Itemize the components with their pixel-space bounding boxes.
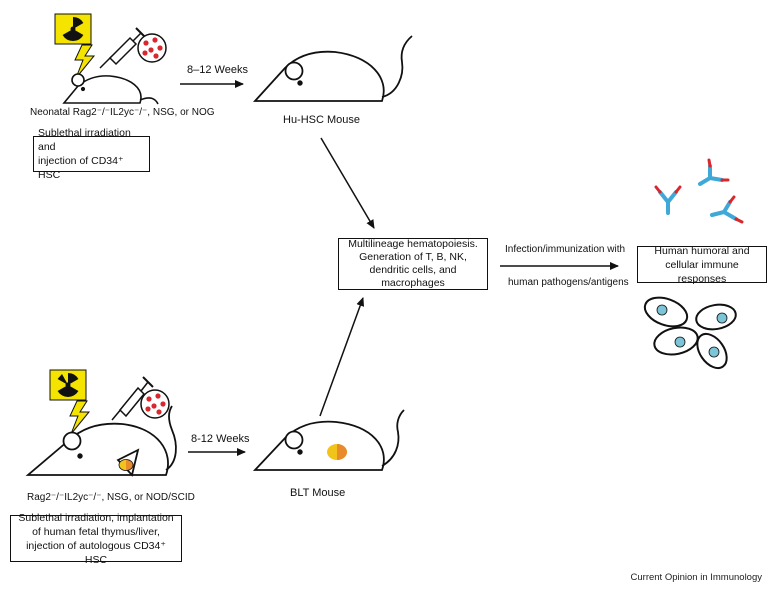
- antibody-icon-3: [710, 195, 744, 224]
- fetal-tissue-implant-icon: [118, 459, 134, 471]
- immune-response-line: Human humoral and: [654, 244, 750, 257]
- radiation-icon-bottom: [49, 369, 91, 435]
- immune-cell-icon-4: [696, 332, 728, 370]
- arrow-huhsc-to-center: [320, 137, 375, 229]
- syringe-icon-top: [99, 27, 147, 69]
- radiation-icon-top: [54, 13, 96, 79]
- immune-cell-icon-2: [695, 303, 737, 331]
- recipient-mouse-icon: [25, 405, 177, 477]
- hematopoiesis-line: Generation of T, B, NK,: [359, 251, 467, 263]
- bottom-procedure-line: Sublethal irradiation, implantation: [18, 511, 174, 524]
- blt-mouse-icon: [252, 409, 405, 471]
- infection-label-bottom: human pathogens/antigens: [508, 277, 629, 288]
- top-procedure-box: Sublethal irradiation and injection of C…: [33, 127, 150, 181]
- bottom-duration-label: 8-12 Weeks: [191, 433, 250, 445]
- blt-implant-icon: [327, 444, 347, 460]
- hu-hsc-mouse-label: Hu-HSC Mouse: [283, 114, 361, 126]
- cd34-cells-icon-bottom: [140, 389, 170, 419]
- hematopoiesis-line: Multilineage hematopoiesis.: [348, 238, 478, 250]
- top-strain-label: Neonatal Rag2⁻/⁻IL2yc⁻/⁻, NSG, or NOG: [30, 107, 215, 118]
- blt-mouse-label: BLT Mouse: [290, 487, 346, 499]
- bottom-strain-label: Rag2⁻/⁻IL2yc⁻/⁻, NSG, or NOD/SCID: [27, 492, 195, 503]
- immune-cell-icon-3: [653, 326, 699, 356]
- immune-response-box: Human humoral and cellular immune respon…: [637, 244, 767, 285]
- top-procedure-line: injection of CD34⁺ HSC: [38, 155, 124, 181]
- top-procedure-line: Sublethal irradiation and: [38, 127, 131, 153]
- bottom-procedure-box: Sublethal irradiation, implantation of h…: [10, 512, 182, 566]
- bottom-procedure-line: of human fetal thymus/liver,: [32, 525, 160, 538]
- neonatal-mouse-icon: [62, 73, 159, 105]
- infection-label-top: Infection/immunization with: [505, 244, 626, 255]
- journal-credit: Current Opinion in Immunology: [630, 572, 762, 583]
- immune-cell-icon-1: [643, 296, 689, 328]
- top-duration-label: 8–12 Weeks: [187, 64, 248, 76]
- hematopoiesis-line: dendritic cells, and macrophages: [369, 264, 457, 289]
- hematopoiesis-box: Multilineage hematopoiesis. Generation o…: [338, 238, 488, 290]
- immune-response-line: cellular immune responses: [665, 258, 739, 285]
- hu-hsc-mouse-icon: [252, 35, 413, 102]
- antibody-icon-1: [654, 185, 682, 215]
- arrow-blt-to-center: [319, 297, 365, 417]
- bottom-procedure-line: injection of autologous CD34⁺ HSC: [26, 539, 166, 566]
- syringe-icon-bottom: [111, 376, 154, 421]
- cd34-cells-icon-top: [137, 33, 167, 63]
- antibody-icon-2: [698, 158, 730, 186]
